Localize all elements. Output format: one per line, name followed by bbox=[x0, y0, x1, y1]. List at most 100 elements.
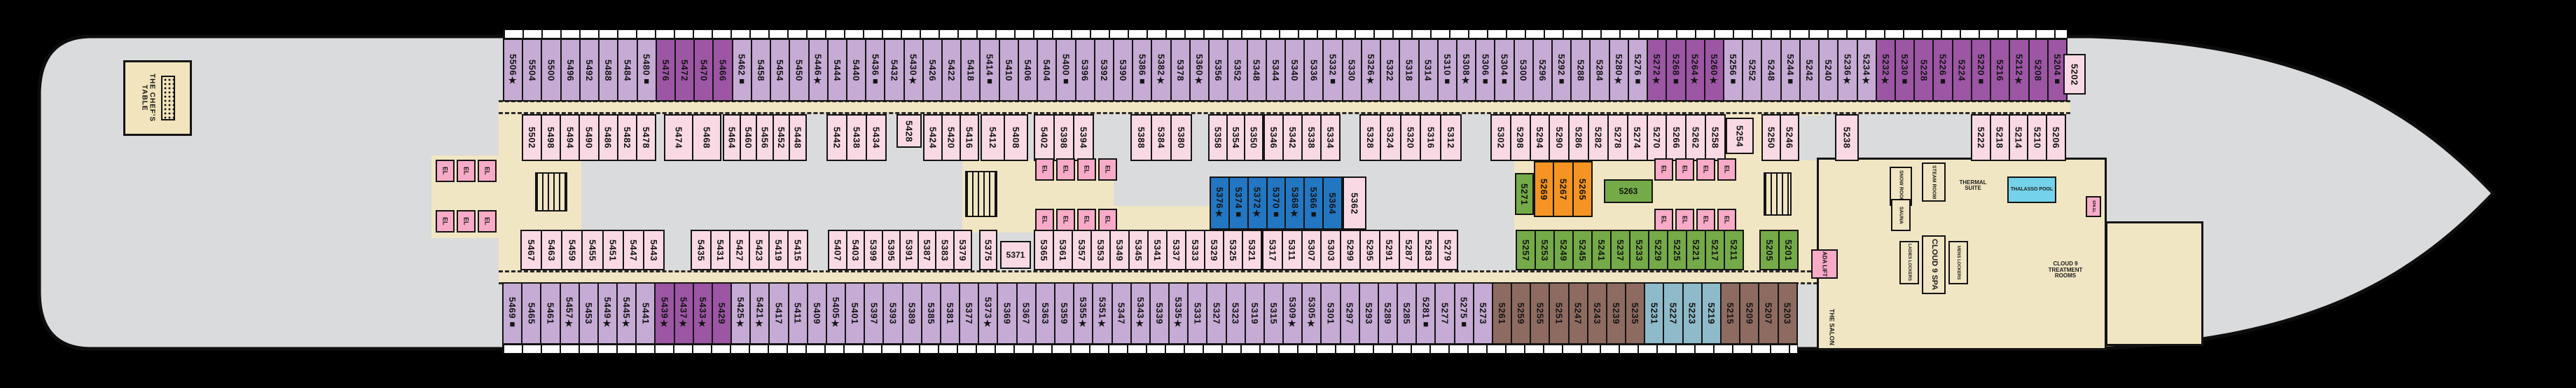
elevator[interactable]: EL bbox=[457, 210, 476, 233]
cabin-5345[interactable]: 5345 bbox=[1130, 230, 1149, 270]
cabin-5436[interactable]: 5436■ bbox=[866, 39, 886, 102]
cabin-5438[interactable]: 5438 bbox=[847, 114, 867, 161]
cabin-5244[interactable]: 5244■ bbox=[1781, 39, 1801, 102]
cabin-5417[interactable]: 5417 bbox=[770, 282, 789, 345]
cabin-5403[interactable]: 5403 bbox=[847, 230, 865, 270]
cabin-5288[interactable]: 5288 bbox=[1572, 39, 1591, 102]
cabin-5409[interactable]: 5409 bbox=[808, 282, 827, 345]
cabin-5256[interactable]: 5256■ bbox=[1724, 39, 1744, 102]
cabin-5224[interactable]: 5224 bbox=[1953, 39, 1972, 102]
cabin-5437[interactable]: 5437★ bbox=[674, 282, 694, 345]
cabin-5235[interactable]: 5235 bbox=[1626, 282, 1646, 345]
cabin-5271[interactable]: 5271 bbox=[1515, 173, 1534, 215]
cabin-5292[interactable]: 5292■ bbox=[1553, 39, 1572, 102]
cabin-5401[interactable]: 5401 bbox=[846, 282, 866, 345]
cabin-5308[interactable]: 5308★ bbox=[1457, 39, 1477, 102]
cabin-5443[interactable]: 5443 bbox=[644, 230, 665, 270]
cabin-5405[interactable]: 5405★ bbox=[826, 282, 847, 345]
cabin-5241[interactable]: 5241 bbox=[1593, 230, 1612, 270]
cabin-5300[interactable]: 5300 bbox=[1514, 39, 1534, 102]
cabin-5230[interactable]: 5230■ bbox=[1895, 39, 1916, 102]
cabin-5250[interactable]: 5250 bbox=[1761, 114, 1781, 161]
elevator[interactable]: EL bbox=[478, 160, 497, 182]
cabin-5252[interactable]: 5252 bbox=[1743, 39, 1763, 102]
cabin-5442[interactable]: 5442 bbox=[826, 114, 847, 161]
cabin-5215[interactable]: 5215 bbox=[1722, 282, 1741, 345]
cabin-5228[interactable]: 5228 bbox=[1915, 39, 1934, 102]
cabin-5262[interactable]: 5262 bbox=[1687, 114, 1707, 161]
cabin-5414[interactable]: 5414■ bbox=[981, 39, 1000, 102]
cabin-5257[interactable]: 5257 bbox=[1516, 230, 1536, 270]
cabin-5488[interactable]: 5488 bbox=[600, 39, 619, 102]
cabin-5490[interactable]: 5490 bbox=[580, 114, 600, 161]
cabin-5282[interactable]: 5282 bbox=[1589, 114, 1609, 161]
cabin-5337[interactable]: 5337 bbox=[1168, 230, 1186, 270]
cabin-5320[interactable]: 5320 bbox=[1401, 114, 1422, 161]
cabin-5266[interactable]: 5266 bbox=[1667, 114, 1687, 161]
cabin-5269[interactable]: 5269 bbox=[1534, 161, 1555, 217]
cabin-5302[interactable]: 5302 bbox=[1490, 114, 1511, 161]
cabin-5389[interactable]: 5389 bbox=[903, 282, 922, 345]
cabin-5482[interactable]: 5482 bbox=[618, 114, 637, 161]
spa-el[interactable]: SPA EL bbox=[2086, 196, 2101, 217]
elevator[interactable]: EL bbox=[1654, 209, 1673, 231]
cabin-5373[interactable]: 5373★ bbox=[979, 282, 999, 345]
cabin-5404[interactable]: 5404 bbox=[1038, 39, 1058, 102]
elevator[interactable]: EL bbox=[1696, 158, 1715, 181]
cabin-5381[interactable]: 5381 bbox=[941, 282, 961, 345]
cabin-5454[interactable]: 5454 bbox=[771, 39, 791, 102]
cabin-5328[interactable]: 5328 bbox=[1359, 114, 1381, 161]
cabin-5396[interactable]: 5396 bbox=[1076, 39, 1095, 102]
cabin-5297[interactable]: 5297 bbox=[1341, 282, 1360, 345]
cabin-5322[interactable]: 5322 bbox=[1381, 39, 1401, 102]
cabin-5217[interactable]: 5217 bbox=[1706, 230, 1725, 270]
cabin-5496[interactable]: 5496 bbox=[561, 39, 581, 102]
cabin-5306[interactable]: 5306■ bbox=[1476, 39, 1496, 102]
cabin-5398[interactable]: 5398 bbox=[1055, 114, 1074, 161]
cabin-5321[interactable]: 5321 bbox=[1243, 230, 1262, 270]
cabin-5430[interactable]: 5430★ bbox=[904, 39, 924, 102]
cabin-5433[interactable]: 5433★ bbox=[693, 282, 713, 345]
cabin-5251[interactable]: 5251 bbox=[1550, 282, 1570, 345]
cabin-5423[interactable]: 5423 bbox=[750, 230, 770, 270]
cabin-5274[interactable]: 5274 bbox=[1628, 114, 1648, 161]
cabin-5305[interactable]: 5305★ bbox=[1303, 282, 1322, 345]
cabin-5371[interactable]: 5371 bbox=[1000, 241, 1031, 269]
cabin-5397[interactable]: 5397 bbox=[865, 282, 885, 345]
cabin-5370[interactable]: 5370■ bbox=[1267, 176, 1287, 230]
cabin-5327[interactable]: 5327 bbox=[1207, 282, 1227, 345]
elevator[interactable]: EL bbox=[1675, 209, 1694, 231]
cabin-5383[interactable]: 5383 bbox=[936, 230, 955, 270]
cabin-5502[interactable]: 5502 bbox=[522, 114, 543, 161]
cabin-5329[interactable]: 5329 bbox=[1205, 230, 1224, 270]
cabin-5446[interactable]: 5446★ bbox=[809, 39, 829, 102]
cabin-5333[interactable]: 5333 bbox=[1186, 230, 1205, 270]
cabin-5416[interactable]: 5416 bbox=[961, 114, 979, 161]
cabin-5451[interactable]: 5451 bbox=[603, 230, 624, 270]
cabin-5412[interactable]: 5412 bbox=[981, 114, 1005, 161]
cabin-5208[interactable]: 5208 bbox=[2029, 39, 2049, 102]
cabin-5393[interactable]: 5393 bbox=[884, 282, 903, 345]
cabin-5474[interactable]: 5474 bbox=[664, 114, 693, 161]
cabin-5240[interactable]: 5240 bbox=[1820, 39, 1839, 102]
cabin-5359[interactable]: 5359 bbox=[1055, 282, 1075, 345]
elevator[interactable]: EL bbox=[1056, 158, 1075, 181]
cabin-5406[interactable]: 5406 bbox=[1018, 39, 1039, 102]
cabin-5439[interactable]: 5439★ bbox=[656, 282, 675, 345]
cabin-5424[interactable]: 5424 bbox=[923, 114, 943, 161]
cabin-5384[interactable]: 5384 bbox=[1151, 114, 1172, 161]
cabin-5500[interactable]: 5500 bbox=[542, 39, 562, 102]
cabin-5365[interactable]: 5365 bbox=[1034, 230, 1054, 270]
elevator[interactable]: EL bbox=[1098, 209, 1117, 231]
cabin-5386[interactable]: 5386■ bbox=[1133, 39, 1153, 102]
elevator[interactable]: EL bbox=[478, 210, 497, 233]
cabin-5272[interactable]: 5272★ bbox=[1648, 39, 1668, 102]
cabin-5400[interactable]: 5400■ bbox=[1057, 39, 1076, 102]
cabin-5410[interactable]: 5410 bbox=[999, 39, 1019, 102]
cabin-5375[interactable]: 5375 bbox=[979, 230, 997, 270]
cabin-5219[interactable]: 5219 bbox=[1702, 282, 1722, 345]
cabin-5316[interactable]: 5316 bbox=[1421, 114, 1442, 161]
cabin-5310[interactable]: 5310■ bbox=[1438, 39, 1457, 102]
cabin-5402[interactable]: 5402 bbox=[1034, 114, 1055, 161]
cabin-5211[interactable]: 5211 bbox=[1725, 230, 1744, 270]
